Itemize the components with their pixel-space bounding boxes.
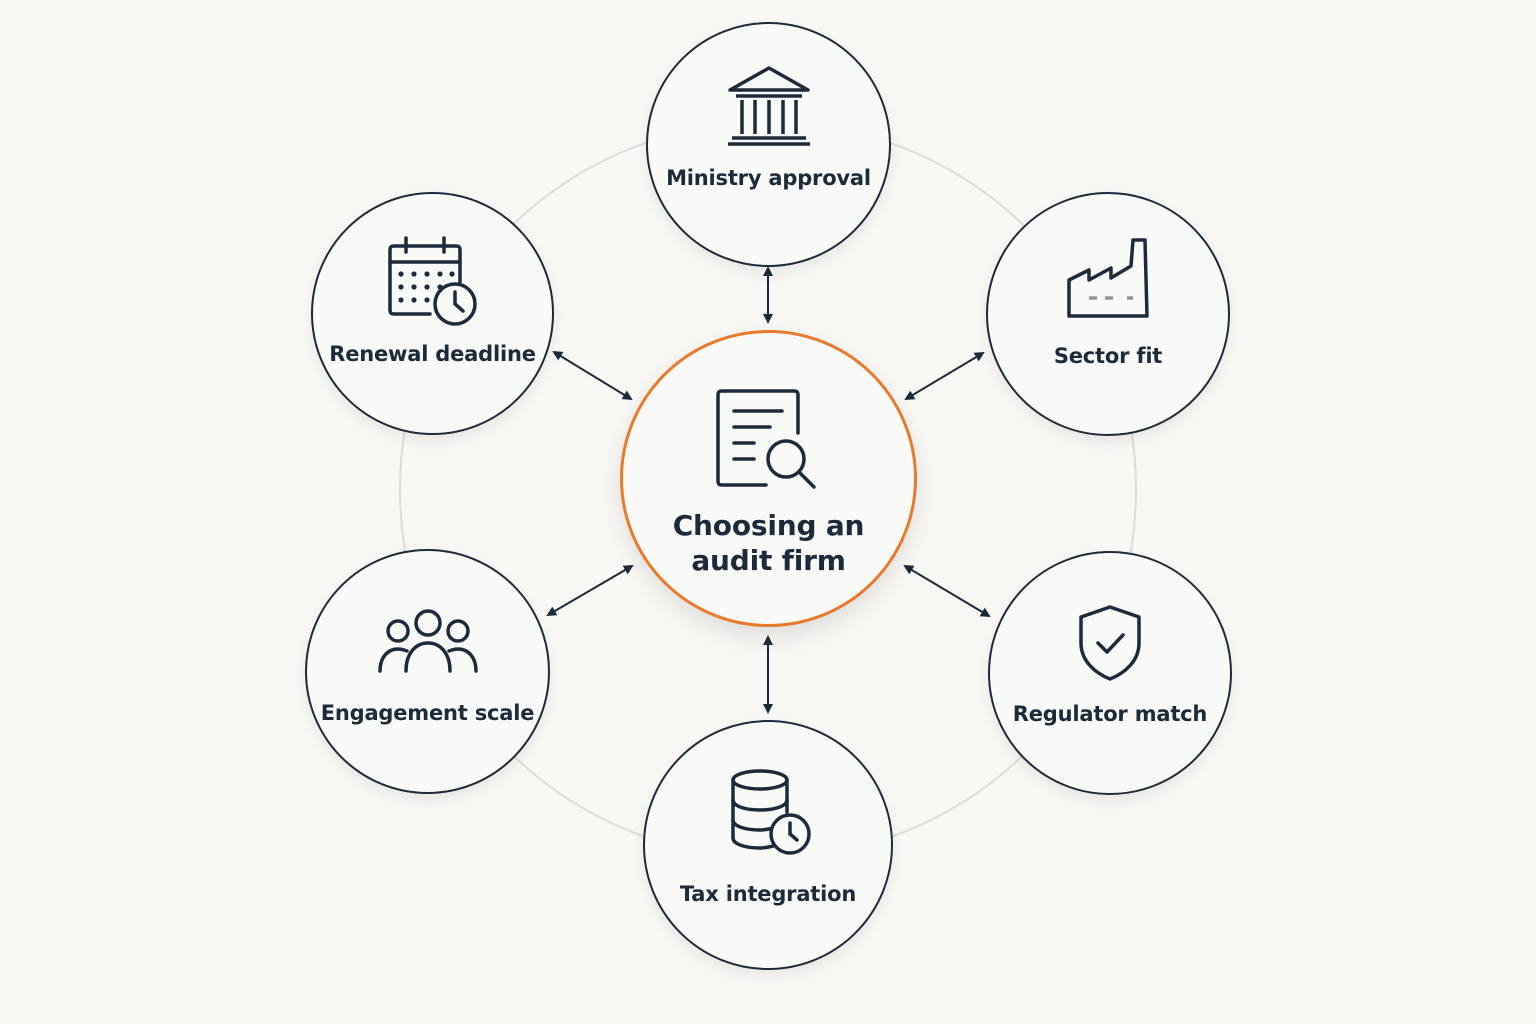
node-renewal-deadline[interactable]: Renewal deadline [311, 192, 554, 435]
node-label: Ministry approval [666, 166, 871, 190]
node-label: Renewal deadline [329, 342, 536, 366]
center-node[interactable]: Choosing an audit firm [620, 330, 917, 627]
node-label: Sector fit [1053, 344, 1163, 368]
node-tax-integration[interactable]: Tax integration [643, 720, 893, 970]
node-regulator-match[interactable]: Regulator match [988, 551, 1232, 795]
node-label: Regulator match [1012, 702, 1208, 726]
connector-renewal [552, 350, 633, 401]
connector-sector [904, 351, 985, 401]
shield-check-icon [1079, 605, 1141, 681]
connector-engagement [546, 564, 634, 617]
connector-regulator [903, 564, 991, 618]
node-engagement-scale[interactable]: Engagement scale [305, 549, 550, 794]
center-label: Choosing an audit firm [672, 509, 865, 577]
factory-icon [1067, 238, 1149, 318]
node-label: Engagement scale [320, 701, 535, 725]
node-sector-fit[interactable]: Sector fit [986, 192, 1230, 436]
node-ministry-approval[interactable]: Ministry approval [646, 22, 891, 267]
node-label: Tax integration [679, 882, 857, 906]
people-group-icon [377, 609, 478, 673]
database-clock-icon [731, 769, 811, 855]
calendar-clock-icon [387, 236, 477, 326]
document-search-icon [715, 389, 816, 489]
government-building-icon [727, 66, 810, 146]
